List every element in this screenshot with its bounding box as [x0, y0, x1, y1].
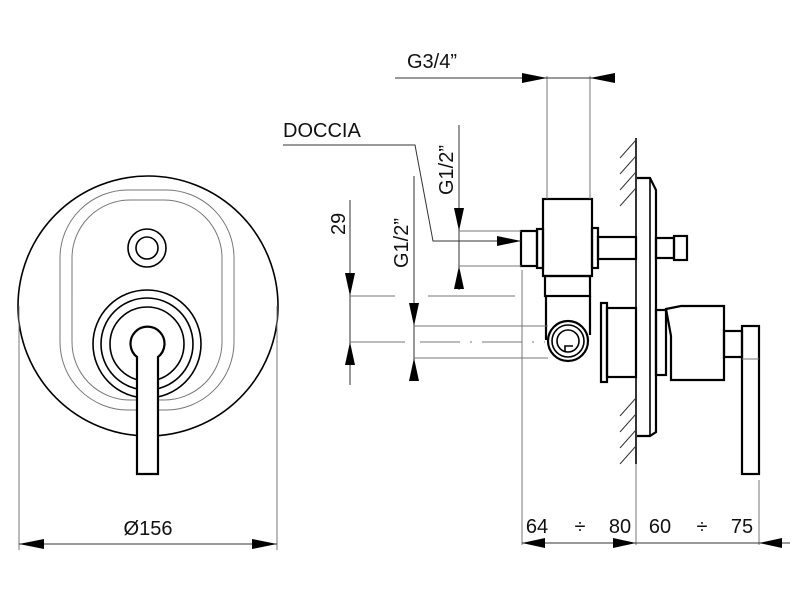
lever-handle [129, 325, 166, 476]
diverter-button-inner [135, 236, 159, 260]
diverter-button-cap [672, 234, 689, 262]
diverter-rod-outer [654, 236, 676, 260]
side-view: 64 ÷ 80 60 ÷ 75 G3/4” DOCCIA G1/2” G1/2” [283, 51, 790, 548]
wall-hatching-top [619, 139, 637, 207]
arrow-doccia [497, 236, 521, 246]
shower-outlet-collar [535, 227, 545, 270]
wall-hatching-bottom [619, 397, 637, 465]
cartridge-body [605, 306, 638, 379]
inlet-fitting-mid [551, 324, 585, 358]
recess-depth-max: 80 [609, 516, 631, 538]
front-view: Ø156 [17, 175, 279, 550]
diverter-rod-inner [596, 235, 638, 261]
arrow-g12-inlet-top [409, 303, 419, 326]
arrow-g12-shower-bottom [454, 266, 464, 289]
diverter-body [541, 197, 594, 278]
arrow-g12-inlet-bottom [409, 358, 419, 381]
handle-shaft [722, 329, 744, 359]
shower-outlet-nipple [519, 229, 539, 268]
projection-min: 60 [649, 516, 671, 538]
arrow-g12-shower-top [454, 208, 464, 231]
handle-hub [664, 304, 726, 382]
cartridge-front-ring [654, 308, 668, 377]
inlet-fitting-mark [564, 345, 573, 352]
projection-max: 75 [731, 516, 753, 538]
arrow-depth-wall [613, 538, 636, 548]
arrow-g34-left [522, 73, 547, 83]
arrow-offset-top [345, 273, 355, 296]
recess-depth-sep: ÷ [575, 516, 586, 538]
doccia-leader-line [283, 144, 521, 242]
doccia-label: DOCCIA [283, 120, 361, 142]
handle-lever-side [740, 324, 761, 476]
arrow-g34-right [590, 73, 615, 83]
arrowhead-left [19, 539, 44, 549]
g12-inlet-label: G1/2” [391, 218, 413, 268]
g34-label: G3/4” [407, 51, 457, 73]
recess-depth-min: 64 [526, 516, 548, 538]
g12-shower-label: G1/2” [436, 145, 458, 195]
arrow-projection-end [759, 538, 782, 548]
diverter-body-lower [543, 274, 592, 298]
arrow-offset-bottom [345, 342, 355, 365]
arrowhead-right [252, 539, 277, 549]
diameter-label: Ø156 [124, 518, 173, 540]
inlet-elbow [544, 296, 592, 340]
inlet-fitting-outer [546, 319, 590, 363]
offset-label: 29 [328, 213, 350, 235]
diverter-button-outer [127, 228, 167, 268]
inlet-fitting-inner [556, 329, 580, 353]
cover-plate-profile [637, 176, 658, 438]
arrow-depth-left [522, 538, 545, 548]
projection-sep: ÷ [697, 516, 708, 538]
